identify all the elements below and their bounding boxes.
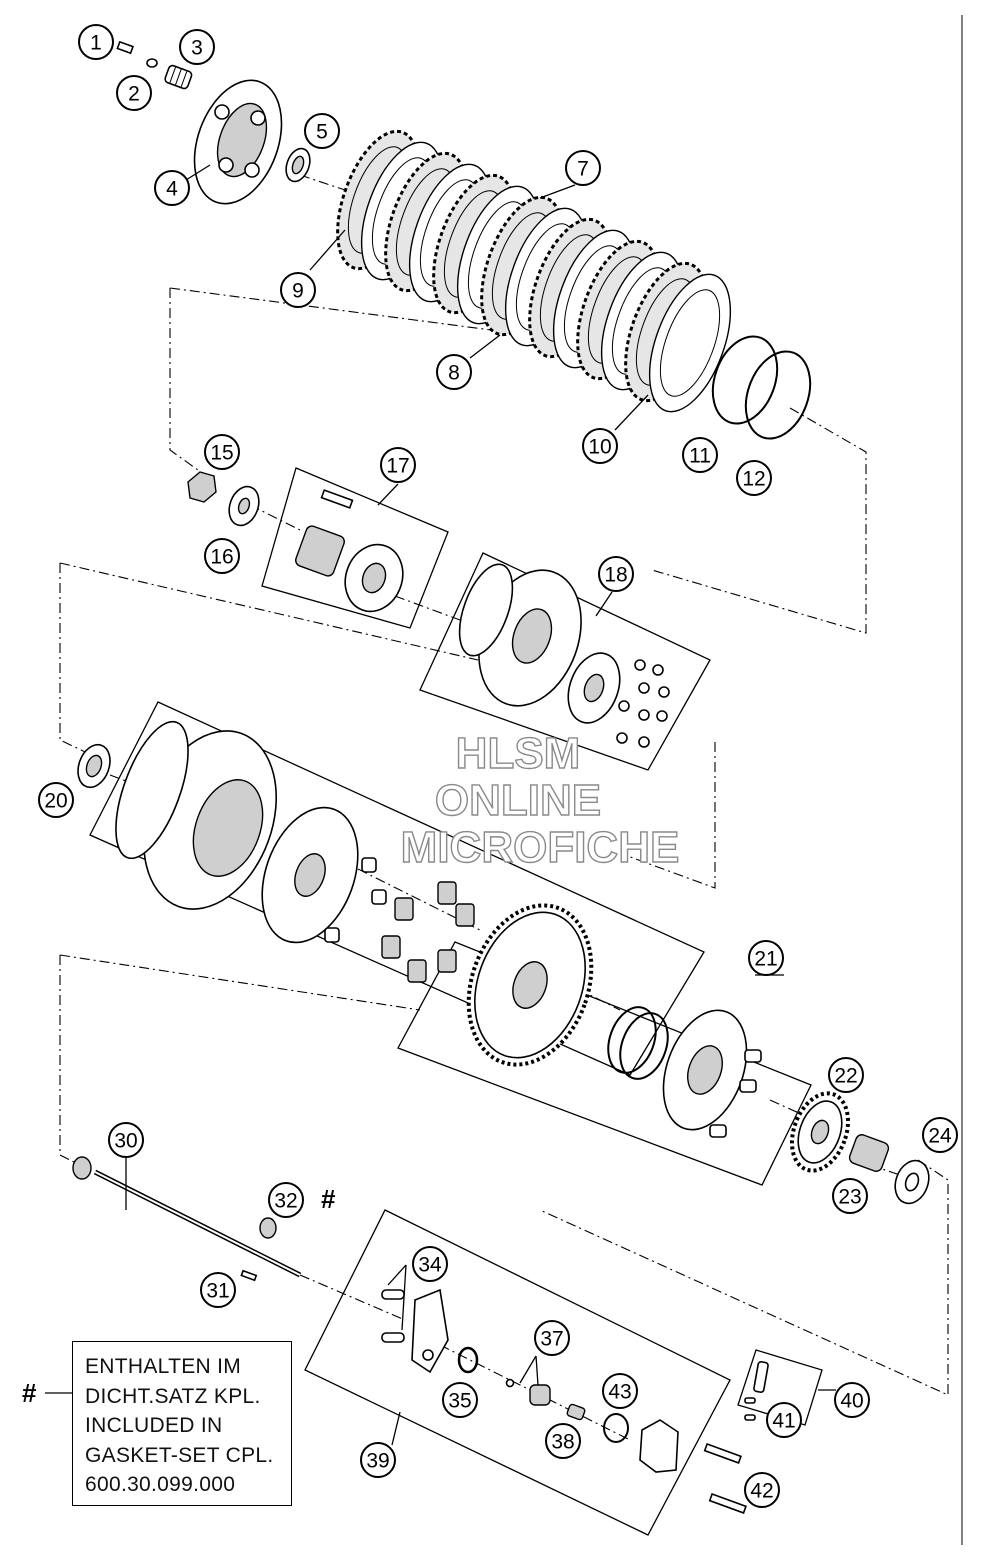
callout-number: 31: [206, 1280, 229, 1303]
hub-parts: [187, 471, 404, 613]
hub-pins: [616, 659, 670, 748]
callout-number: 4: [166, 178, 178, 201]
callout-12: 12: [736, 460, 772, 496]
callout-10: 10: [582, 428, 618, 464]
callout-number: 7: [577, 158, 589, 181]
callout-number: 18: [604, 564, 627, 587]
callout-number: 16: [210, 546, 233, 569]
callout-8: 8: [436, 354, 472, 390]
callout-34: 34: [412, 1246, 448, 1282]
callout-2: 2: [116, 75, 152, 111]
leader-lines: [45, 164, 836, 1446]
callout-1: 1: [78, 24, 114, 60]
primary-gear: [466, 903, 762, 1138]
callout-number: 2: [128, 83, 140, 106]
callout-number: 34: [418, 1254, 442, 1277]
watermark-line-1: HLSM: [456, 729, 581, 778]
callout-7: 7: [565, 150, 601, 186]
callout-24: 24: [922, 1117, 958, 1153]
callout-16: 16: [204, 538, 240, 574]
callout-40: 40: [834, 1382, 870, 1418]
callout-number: 10: [588, 436, 611, 459]
callout-43: 43: [602, 1373, 638, 1409]
callout-number: 38: [551, 1431, 574, 1454]
watermark: HLSM ONLINE MICROFICHE: [400, 728, 680, 872]
note-line-1: ENTHALTEN IM: [85, 1355, 242, 1378]
push-rod-parts: [72, 1156, 302, 1282]
small-gear-parts: [789, 1091, 930, 1205]
bearing-20: [77, 743, 111, 789]
clutch-plate-inner: [659, 289, 721, 397]
callout-35: 35: [442, 1382, 478, 1418]
callout-number: 23: [838, 1186, 861, 1209]
callout-number: 5: [316, 121, 328, 144]
callout-41: 41: [766, 1402, 802, 1438]
callout-number: 20: [44, 790, 67, 813]
basket-springs: [324, 857, 475, 983]
callout-18: 18: [598, 556, 634, 592]
gasket-set-note: ENTHALTEN IM DICHT.SATZ KPL. INCLUDED IN…: [72, 1341, 292, 1506]
callout-4: 4: [154, 170, 190, 206]
callout-number: 12: [742, 468, 765, 491]
callout-37: 37: [534, 1320, 570, 1356]
callout-number: 9: [292, 280, 304, 303]
callout-number: 39: [366, 1450, 389, 1473]
callout-number: 11: [689, 445, 711, 468]
callout-9: 9: [280, 272, 316, 308]
callout-number: 32: [274, 1190, 297, 1213]
inner-hub: [458, 563, 621, 724]
note-line-4: GASKET-SET CPL.: [85, 1443, 274, 1467]
callout-number: 40: [840, 1390, 863, 1413]
note-marker: #: [22, 1378, 37, 1408]
clutch-plate-stack: [336, 129, 732, 413]
callout-number: 24: [928, 1125, 952, 1148]
callout-31: 31: [200, 1272, 236, 1308]
callout-17: 17: [380, 447, 416, 483]
callout-number: 22: [834, 1065, 857, 1088]
callout-number: 30: [114, 1130, 137, 1153]
callout-number: 43: [608, 1381, 631, 1404]
callout-42: 42: [744, 1472, 780, 1508]
pressure-cap-parts: [116, 40, 311, 205]
callout-23: 23: [832, 1178, 868, 1214]
callout-number: 8: [448, 362, 460, 385]
callout-number: 17: [386, 455, 409, 478]
callout-3: 3: [179, 29, 215, 65]
callout-number: 37: [540, 1328, 563, 1351]
callout-5: 5: [304, 113, 340, 149]
watermark-line-3: MICROFICHE: [401, 823, 680, 872]
callout-21: 21: [748, 940, 784, 976]
callout-38: 38: [545, 1423, 581, 1459]
note-line-3: INCLUDED IN: [85, 1414, 223, 1437]
callout-15: 15: [204, 434, 240, 470]
note-line-2: DICHT.SATZ KPL.: [85, 1384, 261, 1408]
callout-number: 3: [191, 37, 203, 60]
callout-number: 15: [210, 442, 233, 465]
callout-number: 35: [448, 1390, 471, 1413]
watermark-line-2: ONLINE: [435, 776, 601, 825]
clutch-plate: [648, 273, 732, 413]
clutch-basket: [115, 720, 359, 944]
callout-30: 30: [108, 1122, 144, 1158]
callout-32: 32: [268, 1182, 304, 1218]
callout-number: 21: [754, 948, 777, 971]
slave-cylinder-parts: [381, 1288, 769, 1514]
callout-20: 20: [38, 782, 74, 818]
callout-11: 11: [682, 437, 718, 473]
callout-22: 22: [828, 1057, 864, 1093]
note-line-5: 600.30.099.000: [85, 1473, 236, 1496]
callout-number: 1: [90, 32, 102, 55]
callout-39: 39: [360, 1442, 396, 1478]
callout-number: 41: [772, 1410, 795, 1433]
o-rings-11-12: [711, 335, 812, 440]
callout-number: 42: [750, 1480, 773, 1503]
gasket-set-marker: #: [321, 1184, 336, 1214]
